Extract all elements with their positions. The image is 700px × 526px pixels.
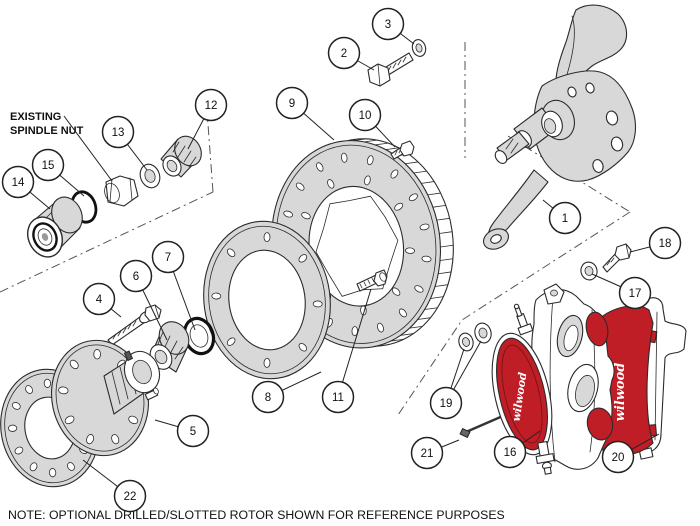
callout-circle [648, 226, 682, 260]
callout-17: 17 [591, 273, 652, 310]
callout-number: 7 [165, 252, 171, 264]
callout-number: 5 [190, 426, 196, 438]
callout-number: 12 [205, 100, 218, 112]
callout-22: 22 [82, 459, 147, 513]
adapter-holes [211, 232, 323, 368]
spindle-nut-annotation: EXISTING SPINDLE NUT [10, 111, 113, 182]
callout-leader [337, 288, 372, 398]
pad-brand-script: wilwood [613, 363, 628, 422]
spindle [483, 4, 637, 250]
callout-circle [548, 201, 582, 235]
spindle-nut-label-line1: EXISTING [10, 111, 61, 123]
callout-number: 9 [289, 98, 295, 110]
callout-circle [194, 88, 228, 122]
hub [50, 339, 161, 457]
rotor-vane-ticks [352, 138, 454, 342]
bottom-note: NOTE: OPTIONAL DRILLED/SLOTTED ROTOR SHO… [8, 508, 505, 522]
callout-circle [82, 282, 116, 316]
callout-number: 11 [332, 392, 344, 404]
callout-20: 20 [601, 433, 660, 474]
inlet-fitting [535, 440, 555, 475]
callout-18: 18 [629, 226, 682, 260]
callout-circle [151, 240, 185, 274]
mount-bolt-top [367, 39, 427, 87]
callout-number: 1 [562, 213, 568, 225]
callout-circle [101, 115, 135, 149]
callout-4: 4 [82, 282, 122, 318]
dust-cap [27, 196, 83, 258]
adapter-ring [203, 220, 331, 380]
callout-circle [176, 414, 210, 448]
callout-10: 10 [348, 98, 396, 148]
callout-number: 15 [42, 160, 55, 172]
callout-21: 21 [410, 436, 460, 470]
callout-number: 2 [341, 48, 347, 60]
callout-circle [618, 276, 652, 310]
callout-circle [251, 380, 285, 414]
callout-circle [601, 440, 635, 474]
callout-15: 15 [31, 148, 85, 197]
outer-bearing [160, 135, 202, 178]
callout-19: 19 [429, 340, 482, 420]
callout-3: 3 [371, 7, 415, 45]
brake-pads: wilwood [594, 297, 687, 460]
callout-number: 21 [421, 448, 434, 460]
rotor-bolt-small [390, 140, 415, 160]
callout-number: 8 [265, 392, 271, 404]
rotor-stud [356, 269, 388, 292]
spindle-nut-label-line2: SPINDLE NUT [10, 125, 84, 137]
callout-circle [113, 479, 147, 513]
callout-circle [410, 436, 444, 470]
callout-number: 18 [659, 238, 672, 250]
callout-14: 14 [1, 165, 51, 210]
brake-caliper: wilwood [491, 283, 615, 475]
callout-circle [429, 386, 463, 420]
callout-circle [119, 259, 153, 293]
callout-9: 9 [275, 86, 335, 141]
spindle-washer [139, 163, 161, 189]
callout-2: 2 [327, 36, 375, 71]
callout-number: 13 [112, 127, 125, 139]
callout-circle [327, 36, 361, 70]
callout-circle [321, 380, 355, 414]
callout-6: 6 [119, 259, 168, 341]
callout-7: 7 [151, 240, 196, 331]
callout-16: 16 [493, 430, 541, 469]
callout-number: 10 [359, 110, 372, 122]
callout-number: 19 [440, 398, 453, 410]
inner-bearing [149, 321, 190, 373]
spindle-nut [104, 175, 139, 207]
callout-circle [348, 98, 382, 132]
bleed-screw [513, 303, 534, 336]
callout-5: 5 [154, 414, 210, 448]
callout-8: 8 [251, 371, 322, 414]
callout-circle [493, 435, 527, 469]
callout-number: 22 [124, 491, 137, 503]
callout-number: 4 [96, 294, 103, 306]
callout-11: 11 [321, 288, 372, 414]
callout-number: 17 [629, 288, 642, 300]
callout-circle [275, 86, 309, 120]
callout-number: 16 [504, 447, 517, 459]
callout-number: 6 [133, 271, 139, 283]
callout-12: 12 [187, 88, 228, 150]
callout-number: 3 [385, 19, 391, 31]
caliper-washers [458, 322, 492, 352]
callout-number: 14 [12, 177, 25, 189]
callout-number: 20 [612, 452, 625, 464]
callout-circle [1, 165, 35, 199]
callout-circle [371, 7, 405, 41]
callout-13: 13 [101, 115, 148, 171]
callout-circle [31, 148, 65, 182]
callout-1: 1 [542, 199, 582, 235]
caliper-bolt-right [580, 243, 632, 281]
